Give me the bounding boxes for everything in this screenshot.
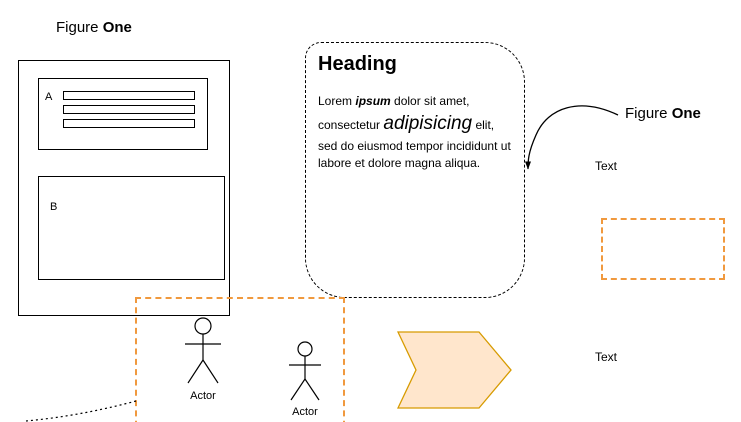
- text-label-bottom[interactable]: Text: [595, 350, 618, 364]
- note-body-part: dolor sit amet, consectetur: [318, 94, 470, 133]
- section-a-shape[interactable]: A: [38, 78, 208, 150]
- list-bar: [63, 119, 195, 128]
- figure-label-left[interactable]: Figure One: [56, 19, 132, 36]
- note-body-part-adipisicing: adipisicing: [383, 113, 473, 135]
- section-b-label: B: [50, 201, 58, 213]
- note-body: Lorem ipsum dolor sit amet, consectetur …: [318, 93, 516, 173]
- list-bar: [63, 91, 195, 100]
- figure-left-normal: Figure: [56, 19, 103, 36]
- note-heading: Heading: [318, 53, 397, 75]
- figure-right-bold: One: [671, 105, 701, 122]
- note-body-part: Lorem: [318, 94, 356, 108]
- figure-label-right[interactable]: Figure One: [625, 105, 701, 122]
- actor-label: Actor: [190, 390, 216, 402]
- step-arrow-shape[interactable]: [397, 331, 513, 409]
- actor-label: Actor: [292, 406, 318, 418]
- curved-arrow-path: [525, 105, 619, 170]
- note-shape[interactable]: Heading Lorem ipsum dolor sit amet, cons…: [305, 42, 525, 298]
- figure-right-normal: Figure: [625, 105, 672, 122]
- note-body-part-ipsum: ipsum: [355, 94, 391, 108]
- dotted-connector-path: [25, 400, 137, 422]
- note-body-part: elit, sed do eiusmod tempor incididunt u…: [318, 118, 511, 171]
- orange-dashed-rect-large[interactable]: [135, 297, 345, 422]
- dotted-connector[interactable]: [18, 394, 140, 422]
- curved-arrow[interactable]: [520, 95, 625, 180]
- section-b-shape[interactable]: B: [38, 176, 225, 280]
- list-bar: [63, 105, 195, 114]
- section-a-label: A: [45, 91, 53, 103]
- figure-left-bold: One: [102, 19, 132, 36]
- text-label-top[interactable]: Text: [595, 159, 618, 173]
- actor-icon[interactable]: [287, 341, 323, 405]
- actor-icon[interactable]: [183, 317, 223, 389]
- chevron-icon: [397, 331, 512, 409]
- orange-dashed-rect-small[interactable]: [601, 218, 725, 280]
